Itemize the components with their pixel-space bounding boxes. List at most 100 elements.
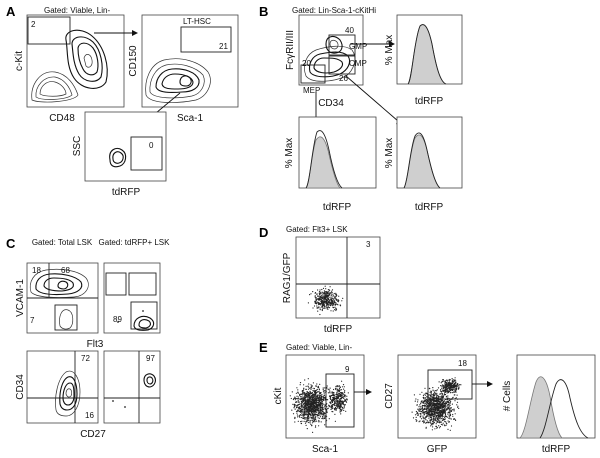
scatter-dot bbox=[306, 396, 308, 398]
scatter-dot bbox=[437, 402, 439, 404]
scatter-dot bbox=[422, 401, 424, 403]
scatter-dot bbox=[304, 403, 306, 405]
scatter-dot bbox=[429, 388, 431, 390]
scatter-dot bbox=[335, 297, 337, 299]
scatter-dot bbox=[324, 424, 326, 426]
scatter-dot bbox=[434, 407, 437, 409]
scatter-dot bbox=[340, 405, 342, 407]
gate-box bbox=[105, 272, 127, 296]
scatter-dot bbox=[319, 307, 321, 309]
scatter-dot bbox=[319, 398, 321, 400]
scatter-dot bbox=[437, 395, 440, 397]
scatter-dot bbox=[426, 401, 428, 403]
scatter-dot bbox=[320, 292, 322, 295]
scatter-dot bbox=[443, 380, 445, 382]
scatter-dot bbox=[452, 415, 454, 417]
scatter-dot bbox=[328, 395, 331, 397]
scatter-dot bbox=[310, 408, 312, 410]
scatter-dot bbox=[320, 421, 322, 423]
scatter-dot bbox=[333, 394, 336, 396]
scatter-dot bbox=[340, 392, 342, 394]
scatter-dot bbox=[324, 307, 326, 309]
scatter-dot bbox=[454, 388, 456, 390]
scatter-dot bbox=[339, 386, 341, 388]
scatter-dot bbox=[302, 398, 304, 400]
scatter-dot bbox=[322, 417, 324, 419]
scatter-dot bbox=[314, 300, 316, 302]
scatter-dot bbox=[444, 418, 446, 420]
scatter-dot bbox=[447, 412, 449, 414]
scatter-dot bbox=[302, 404, 304, 406]
panel-a-gating-label: Gated: Viable, Lin- bbox=[44, 6, 110, 15]
scatter-dot bbox=[320, 296, 322, 299]
scatter-dot bbox=[439, 426, 441, 428]
scatter-dot bbox=[307, 399, 309, 401]
scatter-dot bbox=[308, 406, 310, 408]
scatter-dot bbox=[325, 298, 327, 300]
scatter-dot bbox=[302, 406, 304, 408]
scatter-dot bbox=[333, 292, 335, 295]
scatter-dot bbox=[427, 407, 429, 409]
scatter-dot bbox=[313, 413, 315, 415]
scatter-dot bbox=[432, 417, 434, 419]
scatter-dot bbox=[329, 390, 331, 392]
scatter-dot bbox=[307, 392, 309, 394]
y-axis-label: % Max bbox=[384, 35, 395, 66]
scatter-dot bbox=[303, 409, 305, 411]
scatter-dot bbox=[449, 429, 451, 431]
scatter-dot bbox=[322, 294, 324, 296]
scatter-dot bbox=[453, 394, 455, 396]
scatter-dot bbox=[332, 295, 334, 297]
scatter-dot bbox=[421, 401, 423, 403]
scatter-dot bbox=[324, 295, 326, 297]
scatter-dot bbox=[433, 420, 435, 422]
scatter-dot bbox=[311, 400, 313, 402]
x-axis-label: tdRFP bbox=[112, 187, 141, 198]
scatter-dot bbox=[315, 401, 317, 403]
scatter-dot bbox=[342, 384, 345, 386]
scatter-dot bbox=[296, 410, 299, 412]
scatter-dot bbox=[427, 404, 430, 406]
scatter-dot bbox=[433, 406, 435, 408]
scatter-dot bbox=[306, 420, 308, 422]
scatter-dot bbox=[331, 299, 333, 301]
scatter-dot bbox=[448, 383, 450, 385]
scatter-dot bbox=[304, 401, 306, 404]
scatter-dot bbox=[437, 421, 439, 423]
scatter-dot bbox=[326, 411, 328, 414]
scatter-dot bbox=[343, 407, 345, 409]
scatter-dot bbox=[426, 403, 428, 406]
scatter-dot bbox=[437, 387, 440, 389]
scatter-dot bbox=[314, 399, 316, 401]
scatter-dot bbox=[310, 410, 312, 412]
scatter-dot bbox=[316, 383, 318, 385]
scatter-dot bbox=[295, 397, 297, 399]
scatter-dot bbox=[458, 384, 460, 386]
scatter-dot bbox=[421, 391, 423, 393]
scatter-dot bbox=[329, 396, 332, 398]
scatter-dot bbox=[309, 404, 311, 406]
scatter-dot bbox=[319, 393, 321, 395]
scatter-dot bbox=[338, 295, 340, 297]
scatter-dot bbox=[293, 397, 295, 400]
scatter-dot bbox=[433, 399, 435, 401]
scatter-dot bbox=[447, 420, 449, 422]
scatter-dot bbox=[447, 381, 449, 383]
scatter-dot bbox=[298, 401, 300, 403]
scatter-dot bbox=[433, 413, 435, 415]
scatter-dot bbox=[305, 412, 307, 414]
scatter-dot bbox=[436, 407, 438, 409]
gate-box-lt-hsc bbox=[180, 26, 232, 53]
scatter-dot bbox=[336, 400, 338, 402]
scatter-dot bbox=[416, 413, 418, 415]
scatter-dot bbox=[450, 391, 452, 394]
scatter-dot bbox=[319, 411, 321, 413]
scatter-dot bbox=[423, 414, 425, 416]
scatter-dot bbox=[444, 413, 447, 416]
y-axis-label: CD34 bbox=[15, 374, 26, 400]
scatter-dot bbox=[434, 428, 436, 430]
scatter-dot bbox=[337, 300, 339, 302]
scatter-dot bbox=[428, 397, 430, 399]
scatter-dot bbox=[308, 407, 310, 409]
scatter-dot bbox=[321, 304, 323, 306]
